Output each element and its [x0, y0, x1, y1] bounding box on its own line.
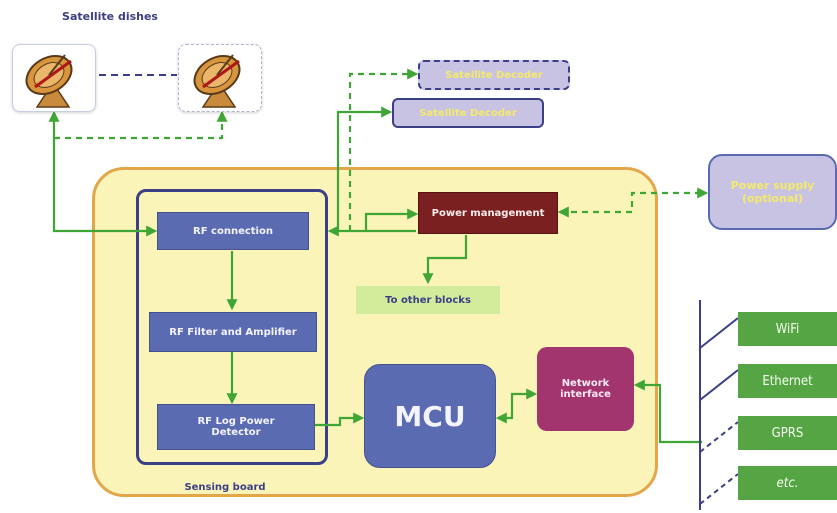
to-other-blocks: To other blocks [356, 286, 500, 314]
sensing-board-label: Sensing board [184, 482, 266, 493]
satellite-dish-2 [178, 44, 262, 112]
arrow-mcu-to-network [495, 388, 538, 424]
rf-filter-amplifier-block: RF Filter and Amplifier [149, 312, 317, 352]
arrow-pm-to-other [422, 235, 468, 285]
power-supply-note: (optional) [741, 192, 804, 205]
rf-log-power-detector-block: RF Log Power Detector [157, 404, 315, 450]
network-interface-line2: interface [560, 389, 611, 400]
power-supply: Power supply (optional) [708, 154, 837, 230]
network-option-etc: etc. [738, 466, 837, 500]
rf-chain-frame [136, 189, 328, 465]
rf-detector-line2: Detector [211, 427, 261, 438]
mcu-block: MCU [364, 364, 496, 468]
satellite-decoder-optional: Satellite Decoder [418, 60, 570, 90]
satellite-dish-1 [12, 44, 96, 112]
satellite-dish-icon [193, 54, 241, 108]
network-option-ethernet: Ethernet [738, 364, 837, 398]
arrow-power-supply [557, 187, 709, 218]
network-option-gprs: GPRS [738, 416, 837, 450]
arrow-to-decoder-dashed [348, 68, 419, 231]
satellite-dish-icon [25, 54, 73, 108]
power-supply-label: Power supply [730, 179, 815, 192]
network-option-wifi: WiFi [738, 312, 837, 346]
arrow-to-decoder [336, 106, 393, 231]
power-management-block: Power management [418, 192, 558, 234]
arrow-dish-to-rf [48, 110, 158, 237]
arrow-dish2-link [54, 110, 228, 140]
arrow-network-to-options [633, 379, 702, 444]
rf-connection-block: RF connection [157, 212, 309, 250]
network-interface-block: Network interface [537, 347, 634, 431]
rf-detector-line1: RF Log Power [197, 416, 275, 427]
network-interface-line1: Network [561, 378, 610, 389]
arrow-detector-to-mcu [315, 412, 365, 427]
arrow-to-pm [364, 208, 419, 231]
satellite-decoder: Satellite Decoder [392, 98, 544, 128]
satellite-dishes-label: Satellite dishes [62, 10, 158, 23]
